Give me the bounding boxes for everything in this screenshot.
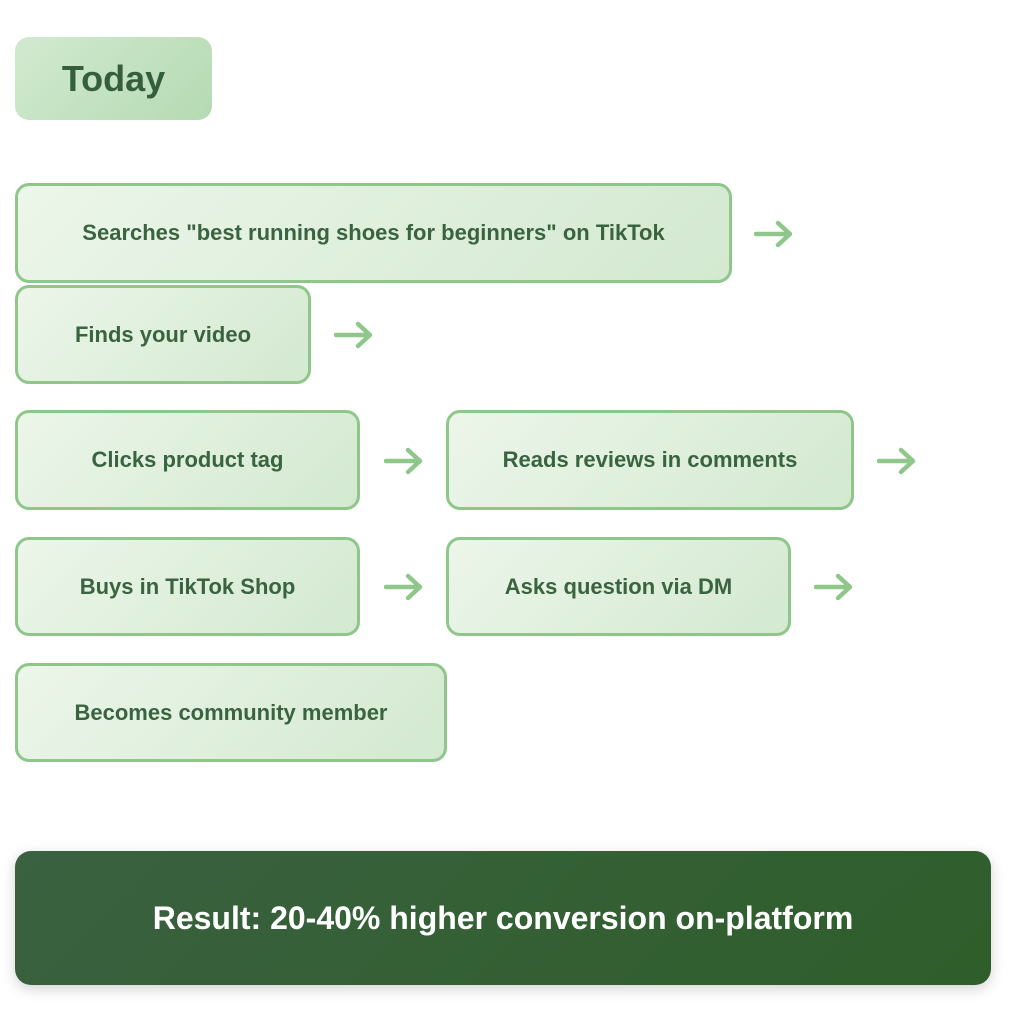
section-title: Today bbox=[15, 37, 212, 120]
step-click-tag: Clicks product tag bbox=[15, 410, 360, 510]
arrow-right-icon bbox=[814, 573, 853, 601]
arrow-right-icon bbox=[384, 447, 423, 475]
arrow-right-icon bbox=[754, 220, 793, 248]
arrow-right-icon bbox=[877, 447, 916, 475]
step-buy: Buys in TikTok Shop bbox=[15, 537, 360, 636]
step-find-video: Finds your video bbox=[15, 285, 311, 384]
step-search: Searches "best running shoes for beginne… bbox=[15, 183, 732, 283]
step-read-reviews: Reads reviews in comments bbox=[446, 410, 854, 510]
arrow-right-icon bbox=[334, 321, 373, 349]
step-ask-dm: Asks question via DM bbox=[446, 537, 791, 636]
step-community: Becomes community member bbox=[15, 663, 447, 762]
result-banner: Result: 20-40% higher conversion on-plat… bbox=[15, 851, 991, 985]
arrow-right-icon bbox=[384, 573, 423, 601]
